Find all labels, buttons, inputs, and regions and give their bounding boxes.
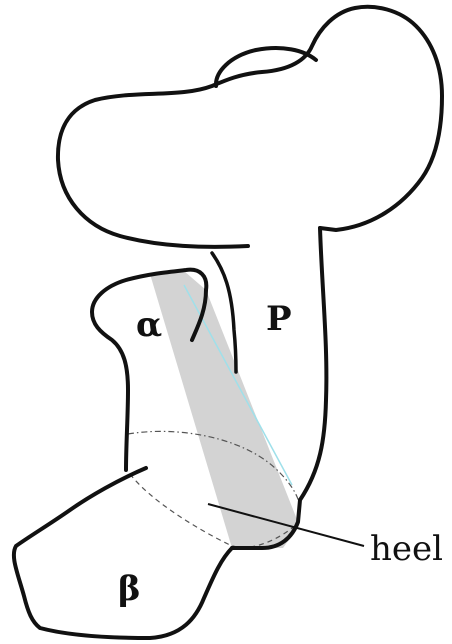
- label-beta: β: [118, 569, 141, 609]
- label-heel: heel: [370, 529, 443, 569]
- label-alpha: α: [136, 305, 162, 345]
- beta-bone-outline: [14, 468, 232, 638]
- label-p: P: [266, 299, 292, 339]
- upper-bone-cap-outline: [58, 7, 442, 247]
